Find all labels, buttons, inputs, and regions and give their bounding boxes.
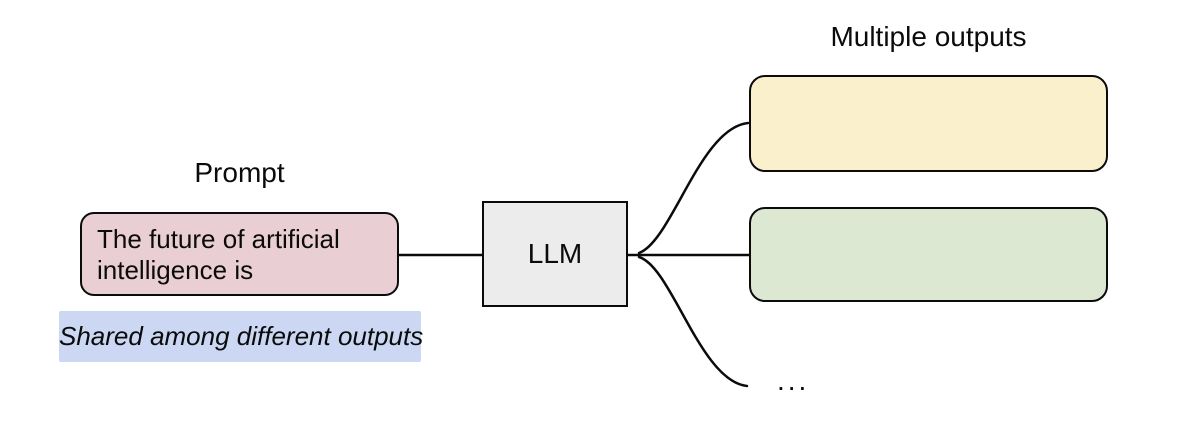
prompt-title: Prompt <box>194 157 285 188</box>
llm-box: LLM <box>482 201 628 307</box>
llm-label: LLM <box>527 238 583 269</box>
connector-llm-to-more-outputs <box>637 255 749 388</box>
connector-llm-to-output-1 <box>637 121 750 255</box>
prompt-box: The future of artificial intelligence is <box>80 212 399 296</box>
output-box-2 <box>749 207 1108 302</box>
outputs-ellipsis: ... <box>777 365 810 396</box>
output-box-1 <box>749 75 1108 172</box>
outputs-title: Multiple outputs <box>830 21 1027 52</box>
prompt-shared-note: Shared among different outputs <box>59 311 423 362</box>
prompt-box-text: The future of artificial intelligence is <box>97 224 340 285</box>
